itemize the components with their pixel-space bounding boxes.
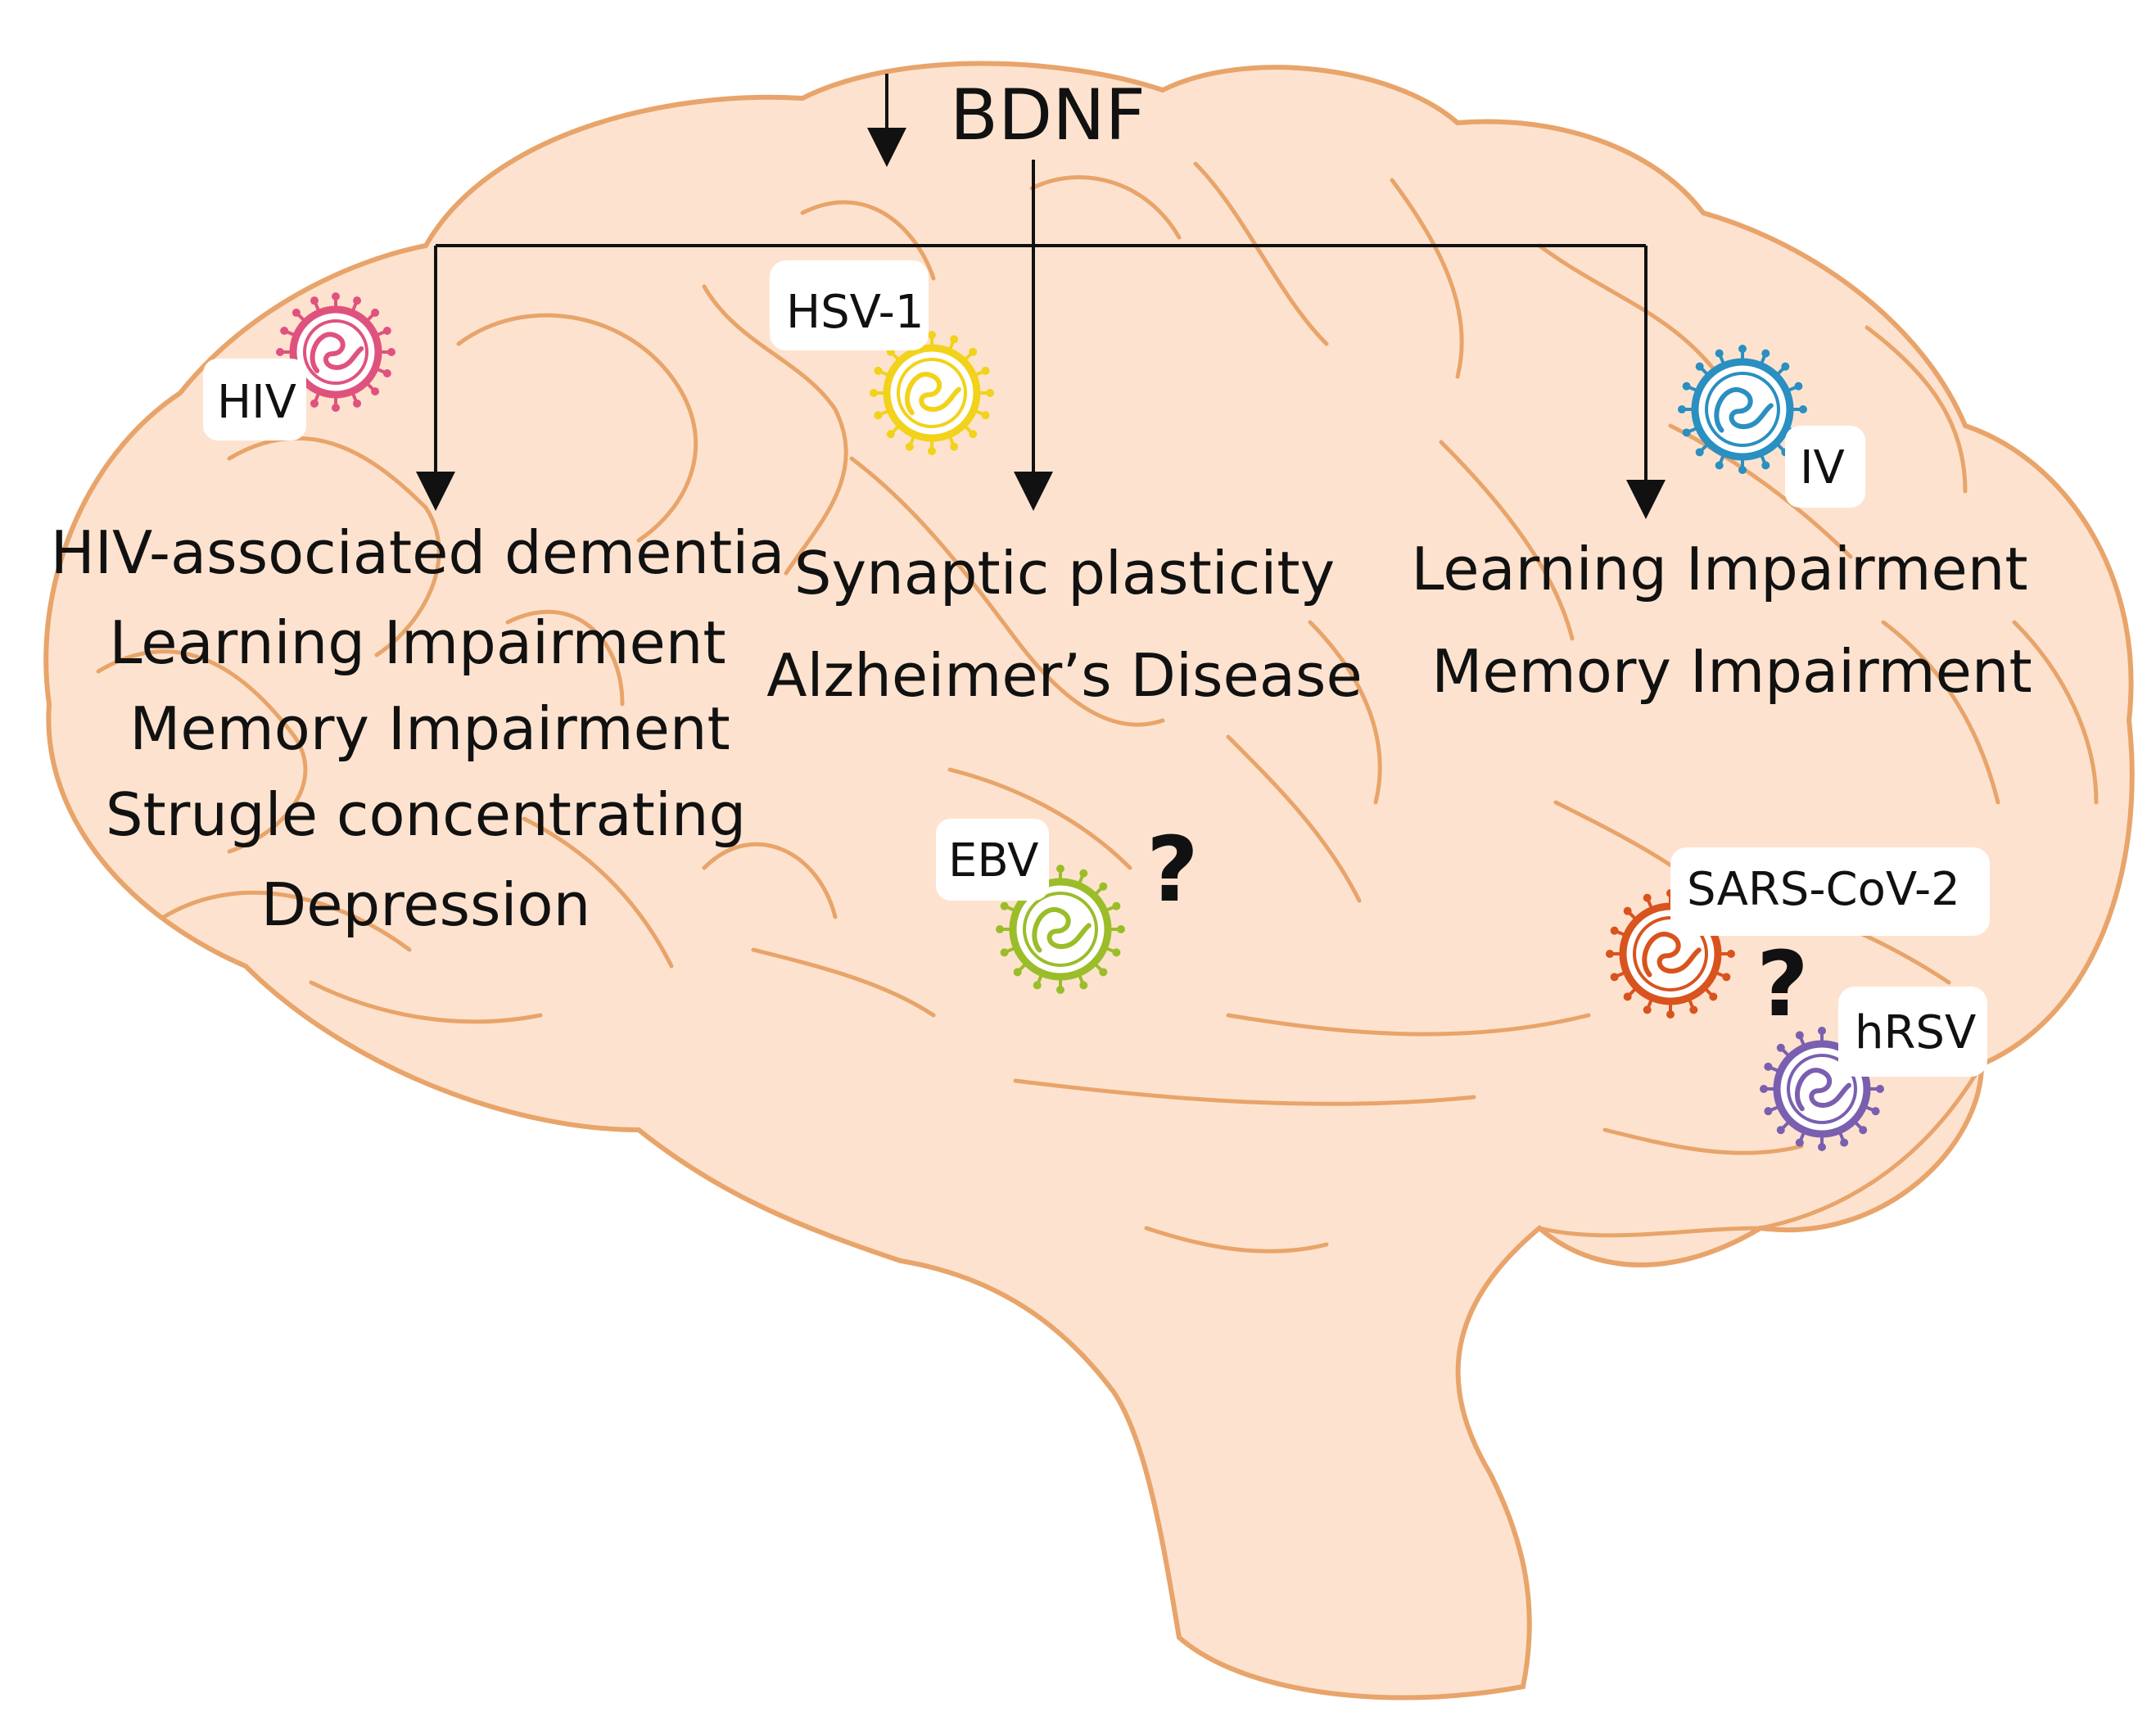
label-iv: IV xyxy=(1800,441,1845,495)
outcome-alzheimers: Alzheimer’s Disease xyxy=(766,641,1363,710)
bdnf-arrows xyxy=(416,160,1666,519)
outcome-synaptic: Synaptic plasticity xyxy=(794,539,1335,608)
label-hsv1: HSV-1 xyxy=(786,286,924,339)
outcome-hiv-dementia: HIV-associated dementia xyxy=(51,518,785,587)
outcome-concentrating: Strugle concentrating xyxy=(106,780,746,849)
brain-outline xyxy=(43,61,2135,1701)
center-outcomes: Synaptic plasticity Alzheimer’s Disease xyxy=(766,539,1363,710)
virus-ebv-icon xyxy=(996,865,1125,994)
brain-folds xyxy=(96,161,2099,1253)
bdnf-title: BDNF xyxy=(950,75,1146,156)
cerebellum-fold xyxy=(1537,1062,1984,1238)
unknown-sars-hrsv: ? xyxy=(1756,932,1809,1037)
outcome-learning-right: Learning Impairment xyxy=(1411,535,2027,603)
unknown-ebv: ? xyxy=(1146,817,1199,922)
label-sars: SARS-CoV-2 xyxy=(1687,863,1960,916)
virus-iv-icon xyxy=(1678,345,1807,474)
left-outcomes: HIV-associated dementia Learning Impairm… xyxy=(51,518,785,939)
outcome-depression: Depression xyxy=(261,870,590,939)
label-hiv: HIV xyxy=(217,376,296,429)
label-hrsv: hRSV xyxy=(1855,1006,1976,1059)
outcome-learning-left: Learning Impairment xyxy=(109,608,725,677)
outcome-memory-right: Memory Impairment xyxy=(1431,637,2032,706)
label-ebv: EBV xyxy=(948,834,1038,888)
right-outcomes: Learning Impairment Memory Impairment xyxy=(1411,535,2032,706)
outcome-memory-left: Memory Impairment xyxy=(129,694,730,763)
virus-hsv1-icon xyxy=(870,331,994,455)
virus-hrsv-icon xyxy=(1760,1027,1884,1151)
virus-sars-icon xyxy=(1606,889,1735,1019)
